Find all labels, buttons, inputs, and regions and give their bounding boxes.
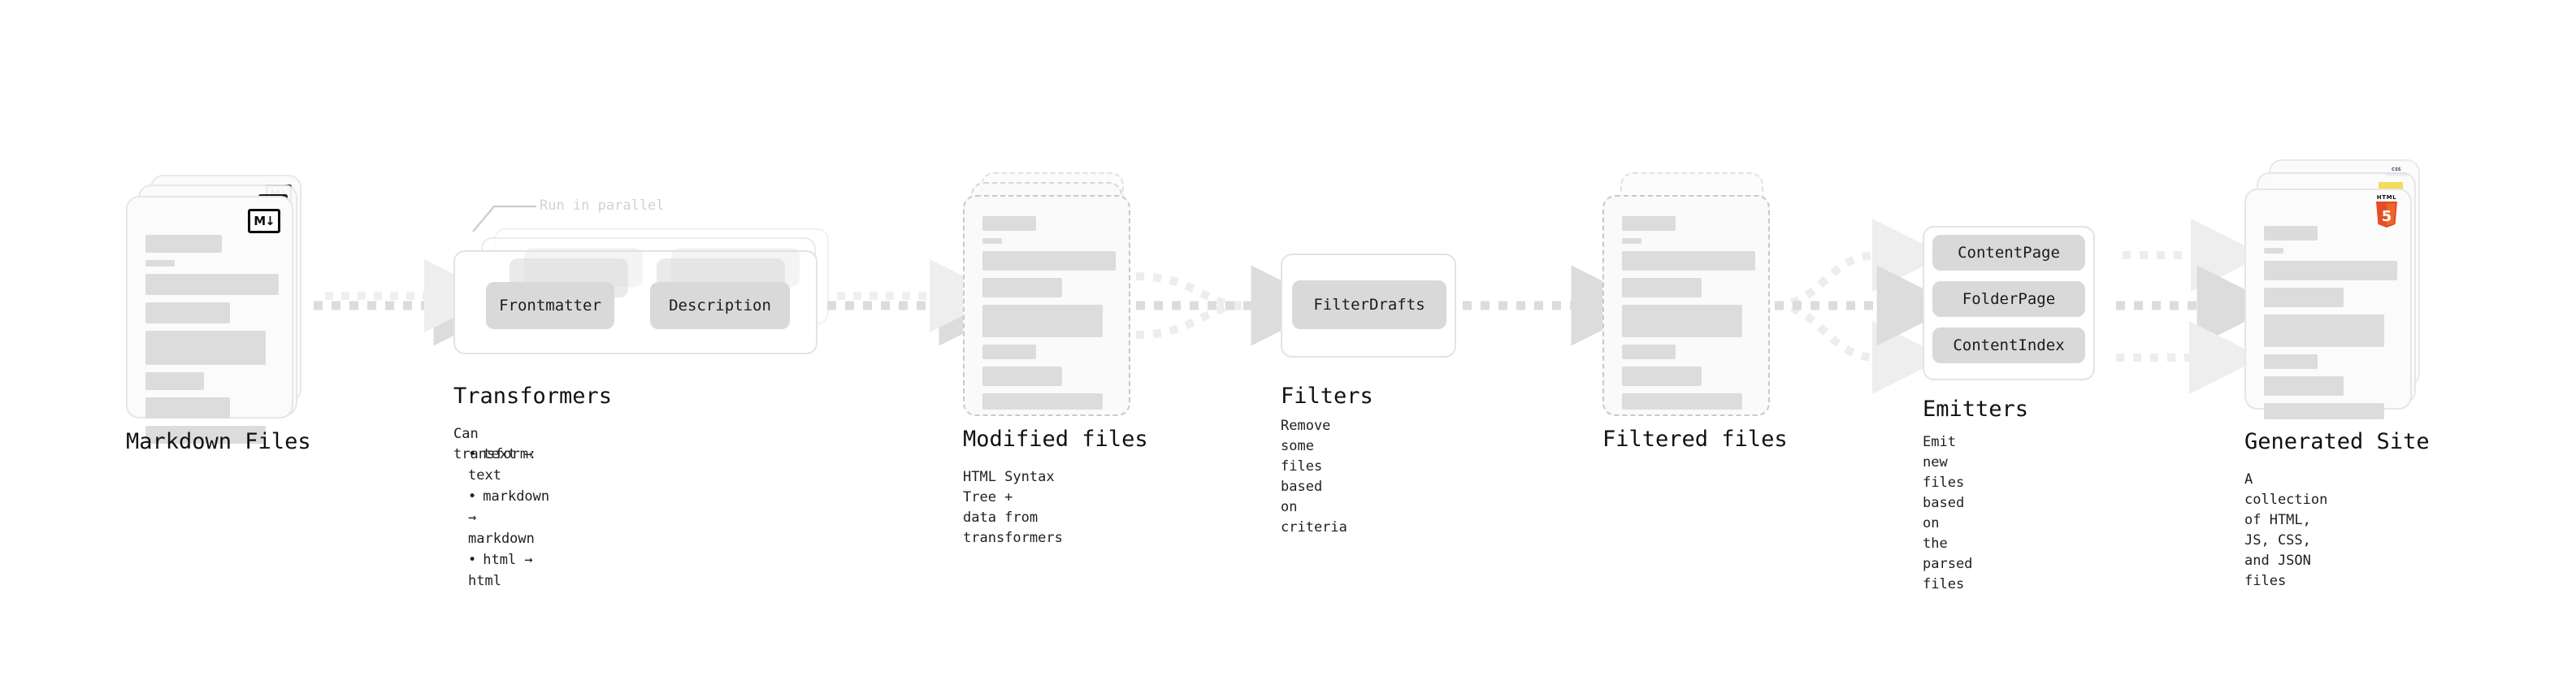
- doc-bar: [1622, 393, 1742, 410]
- chip-label: Frontmatter: [499, 297, 601, 314]
- doc-bar: [1622, 216, 1676, 231]
- doc-bar: [982, 345, 1036, 359]
- doc-sheet-front: M↓: [126, 196, 293, 444]
- doc-bar: [1622, 367, 1702, 386]
- arrow-modified-to-filters: [1135, 265, 1332, 346]
- stage-title-filters: Filters: [1281, 384, 1373, 409]
- html5-badge-number: 5: [2382, 208, 2392, 225]
- emitters-subtitle: Emit new files based on the parsed files: [1923, 434, 1973, 592]
- chip-label: ContentIndex: [1953, 336, 2065, 354]
- doc-bar: [1622, 238, 1641, 244]
- stage-title-filtered-files: Filtered files: [1602, 427, 1788, 452]
- markdown-badge: M↓: [248, 209, 280, 233]
- doc-bar: [1622, 345, 1676, 359]
- arrow-filtered-to-emitters: [1774, 219, 1958, 394]
- modified-files-subtitle: HTML Syntax Tree + data from transformer…: [963, 469, 1063, 546]
- markdown-badge-letter: M: [254, 213, 266, 228]
- doc-bar: [982, 367, 1062, 386]
- doc-bar: [982, 238, 1002, 244]
- doc-bar: [982, 393, 1103, 410]
- stage-title-generated-site: Generated Site: [2244, 429, 2430, 454]
- markdown-badge-arrow: ↓: [265, 213, 275, 228]
- chip-label: FilterDrafts: [1313, 296, 1425, 314]
- chip-label: Description: [669, 297, 771, 314]
- doc-bar: [982, 278, 1062, 297]
- doc-bar: [2264, 288, 2344, 307]
- doc-bar: [145, 235, 222, 253]
- stage-title-modified-files: Modified files: [963, 427, 1148, 452]
- doc-bar: [982, 305, 1103, 337]
- doc-bar: [2264, 403, 2384, 419]
- transformers-capability-list: text → text markdown → markdown html → h…: [453, 444, 549, 592]
- doc-bar: [1622, 305, 1742, 337]
- arrow-transformers-to-modified: [827, 259, 1020, 346]
- markdown-doc-stack: M↓ M↓ M↓: [126, 175, 305, 444]
- doc-bar: [2264, 376, 2344, 396]
- html5-badge: HTML 5: [2373, 195, 2400, 228]
- doc-content-lines: [128, 197, 292, 444]
- doc-bar: [982, 216, 1036, 231]
- run-in-parallel-note: Run in parallel: [540, 197, 665, 214]
- doc-bar: [145, 397, 230, 419]
- doc-bar: [145, 372, 204, 390]
- doc-content-lines: [2246, 190, 2410, 419]
- generated-doc-stack: CSS HTML: [2244, 159, 2431, 419]
- html5-badge-label: HTML: [2376, 194, 2397, 201]
- generated-site-subtitle: A collection of HTML, JS, CSS, and JSON …: [2244, 471, 2328, 589]
- doc-bar: [2264, 261, 2397, 280]
- emitters-chip-contentindex[interactable]: ContentIndex: [1932, 327, 2085, 363]
- filtered-doc-stack: [1602, 172, 1781, 416]
- doc-content-lines: [965, 197, 1129, 414]
- doc-bar: [145, 426, 266, 444]
- site-sheet-html: HTML 5: [2244, 189, 2412, 419]
- emitters-chip-folderpage[interactable]: FolderPage: [1932, 281, 2085, 317]
- arrow-md-to-transformers: [314, 259, 514, 346]
- transformer-chip-description[interactable]: Description: [650, 282, 790, 329]
- filters-subtitle: Remove some files based on criteria: [1281, 418, 1347, 536]
- stage-title-markdown-files: Markdown Files: [126, 429, 311, 454]
- transformers-capability-item: text → text: [468, 444, 549, 486]
- filters-chip-filterdrafts[interactable]: FilterDrafts: [1292, 280, 1446, 329]
- doc-bar: [2264, 248, 2283, 254]
- doc-bar: [145, 331, 266, 365]
- doc-bar: [1622, 251, 1755, 271]
- doc-bar: [982, 251, 1116, 271]
- transformer-chip-frontmatter[interactable]: Frontmatter: [486, 282, 614, 329]
- transformers-capability-item: html → html: [468, 549, 549, 592]
- doc-bar: [145, 302, 230, 323]
- emitters-chip-contentpage[interactable]: ContentPage: [1932, 235, 2085, 271]
- doc-bar: [2264, 314, 2384, 347]
- css-badge-label: CSS: [2392, 167, 2401, 172]
- arrow-emitters-to-site: [2116, 219, 2278, 394]
- stage-title-transformers: Transformers: [453, 384, 613, 409]
- doc-bar: [1622, 278, 1702, 297]
- doc-bar: [2264, 226, 2318, 241]
- transformers-capability-item: markdown → markdown: [468, 486, 549, 549]
- html5-shield-icon: 5: [2374, 202, 2399, 228]
- doc-content-lines: [1604, 197, 1768, 414]
- doc-bar: [2264, 354, 2318, 369]
- doc-bar: [145, 260, 175, 267]
- stage-title-emitters: Emitters: [1923, 397, 2029, 422]
- chip-label: ContentPage: [1958, 244, 2060, 262]
- modified-doc-stack: [963, 172, 1142, 416]
- chip-label: FolderPage: [1962, 290, 2056, 308]
- doc-bar: [145, 274, 279, 295]
- filtered-sheet-front: [1602, 195, 1770, 416]
- modified-sheet-front: [963, 195, 1130, 416]
